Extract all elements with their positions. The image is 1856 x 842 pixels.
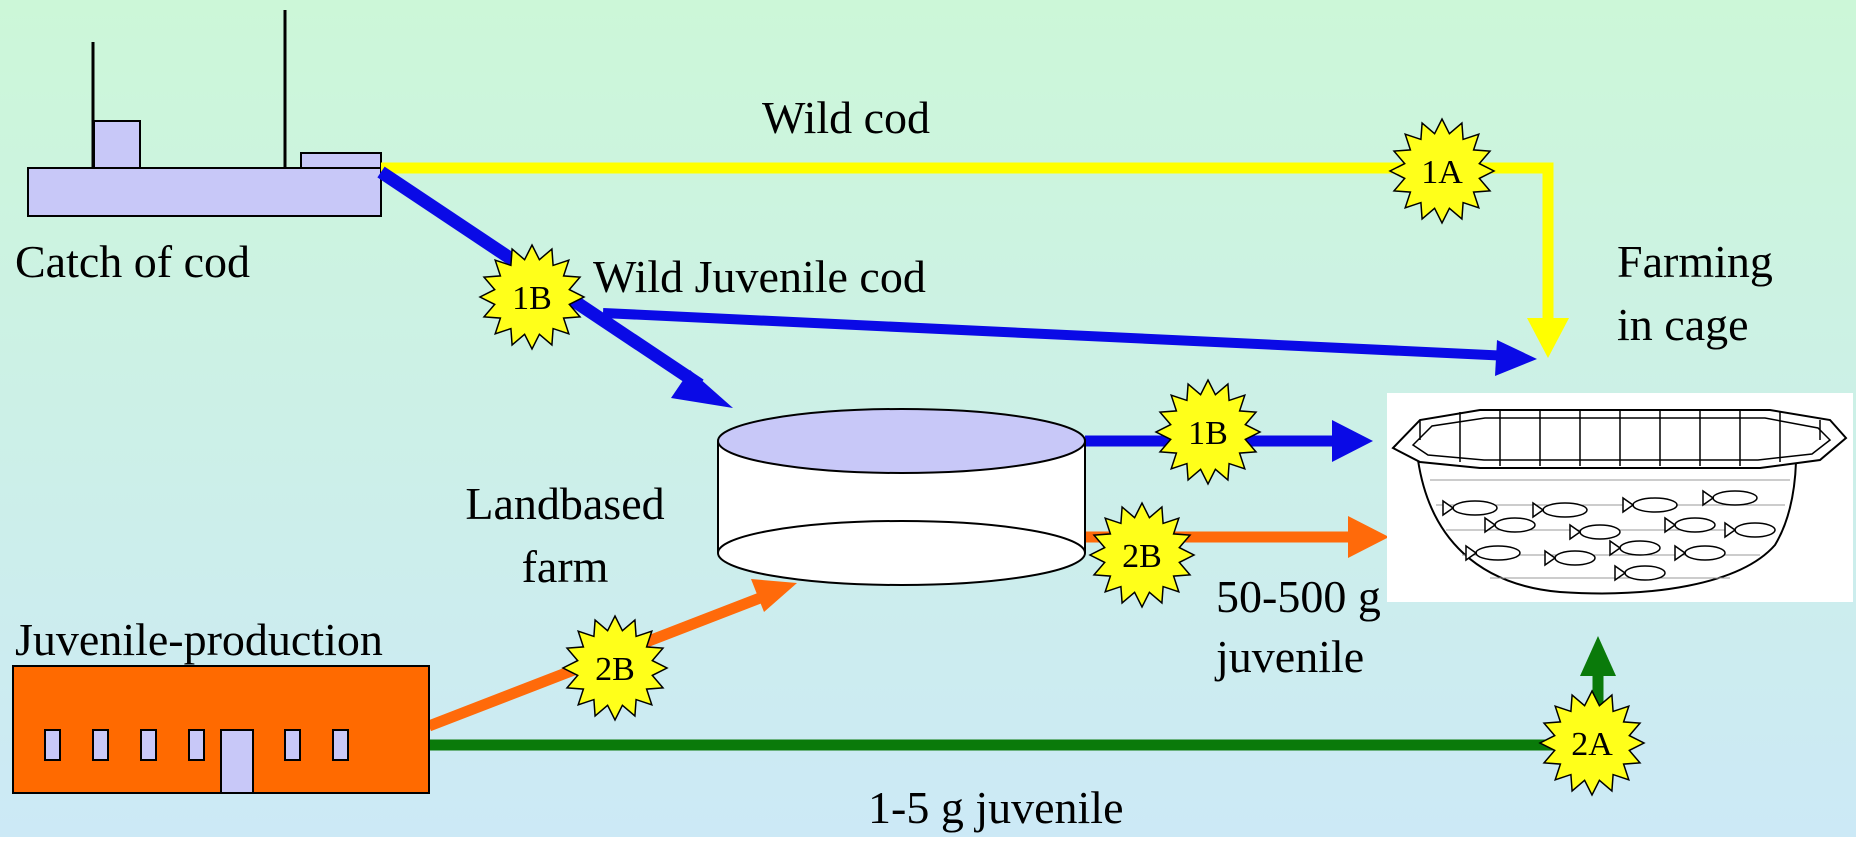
badge-1b-top-starburst-icon [478,243,586,351]
landbased-label-line1: Landbased [465,478,664,529]
large-juvenile-label-line2: juvenile [1214,631,1364,682]
badge-2a: 2A [1538,689,1646,797]
badge-1b-top: 1B [478,243,586,351]
badge-2b-left-starburst-icon [561,614,669,722]
badge-2b-right: 2B [1088,501,1196,609]
wild-cod-label: Wild cod [762,92,930,143]
badge-2b-right-starburst-icon [1088,501,1196,609]
juvenile-production-label: Juvenile-production [15,614,383,665]
catch-of-cod-label: Catch of cod [15,236,250,287]
hatchery-building-icon [12,665,430,794]
farming-label-line2: in cage [1617,299,1749,350]
wild-cod-route [381,162,1569,358]
wild-juvenile-to-cage-route [602,308,1537,376]
large-juvenile-label-line1: 50-500 g [1216,571,1381,622]
badge-2a-label: 2A [1571,726,1613,763]
badge-1b-right-starburst-icon [1154,378,1262,486]
fish-cage-icon [1387,393,1853,602]
badge-1a-label: 1A [1421,154,1463,191]
badge-2b-left: 2B [561,614,669,722]
fishing-boat-icon [27,10,382,217]
badge-2b-right-label: 2B [1122,538,1162,575]
small-juvenile-label: 1-5 g juvenile [868,782,1124,833]
badge-1a: 1A [1388,117,1496,225]
landbased-label-line2: farm [522,541,609,592]
farming-label-line1: Farming [1617,236,1773,287]
wild-juvenile-cod-label: Wild Juvenile cod [593,251,926,302]
badge-2a-starburst-icon [1538,689,1646,797]
badge-1b-right: 1B [1154,378,1262,486]
landbased-tank-icon [717,408,1086,586]
badge-1a-starburst-icon [1388,117,1496,225]
badge-1b-top-label: 1B [512,280,552,317]
badge-2b-left-label: 2B [595,651,635,688]
badge-1b-right-label: 1B [1188,415,1228,452]
